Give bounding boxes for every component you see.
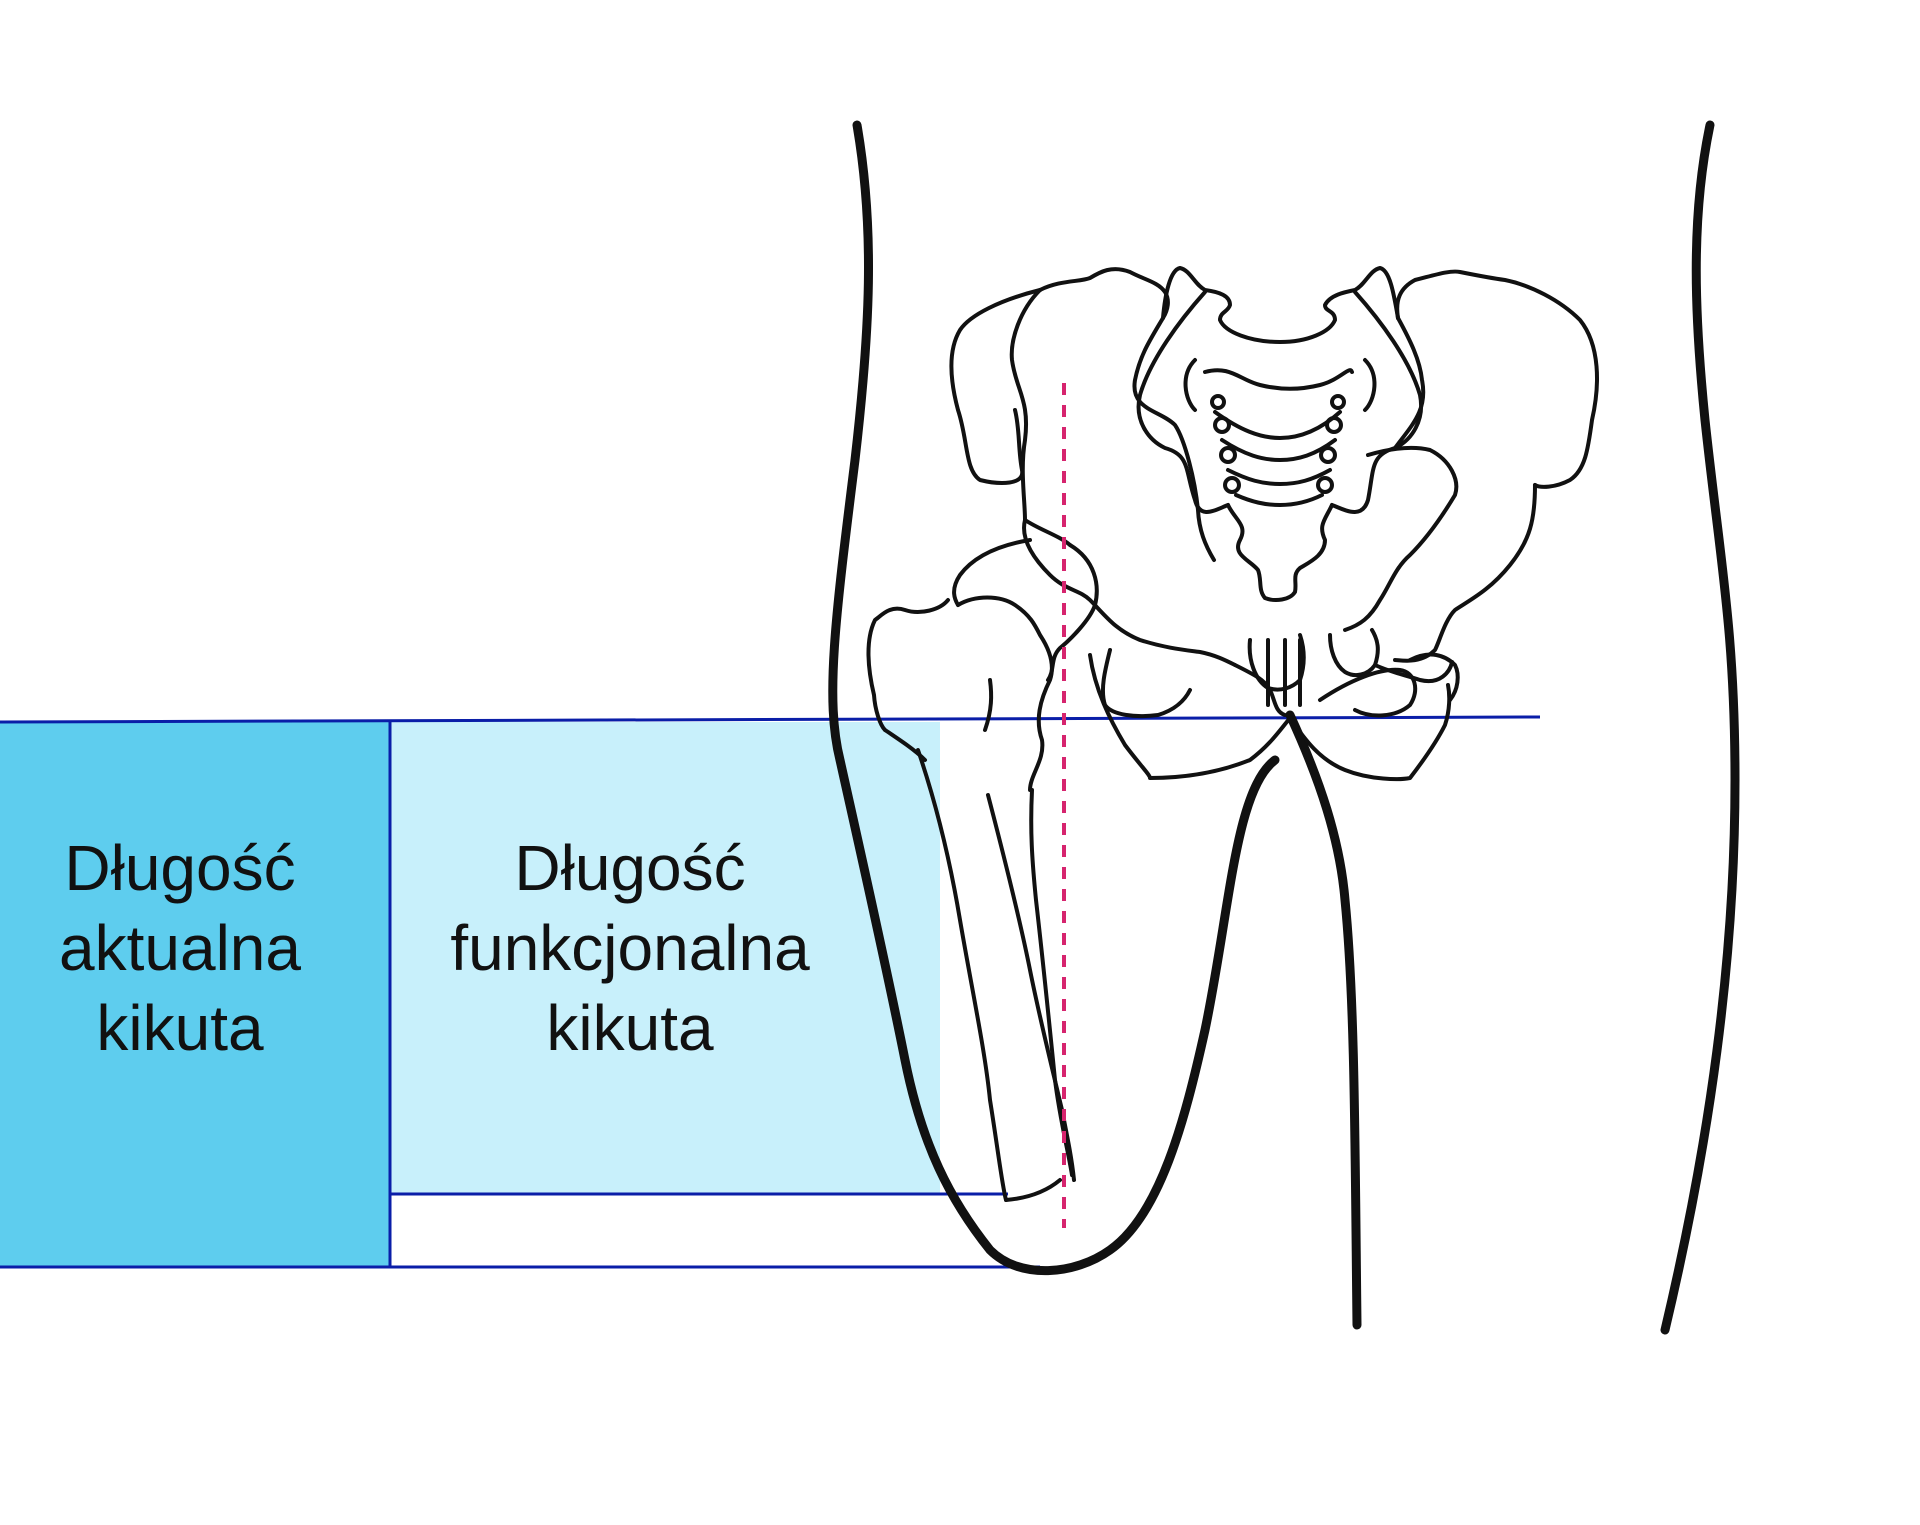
femoral-shaft-medial [1029,788,1074,1177]
functional-label-line-3: kikuta [546,992,714,1064]
left-flank-and-stump-outline [828,120,1280,1276]
inner-right-thigh-outline [1285,710,1362,1330]
actual-length-label: Długość aktualna kikuta [0,828,360,1068]
body-outline [828,120,1740,1335]
actual-label-line-2: aktualna [59,912,301,984]
right-flank-outline [1660,120,1740,1335]
greater-trochanter [866,598,950,732]
functional-label-line-2: funkcjonalna [450,912,810,984]
femur [866,538,1099,1202]
femoral-shaft-lateral [916,748,1008,1202]
top-reference-line [0,715,1541,724]
functional-length-label: Długość funkcjonalna kikuta [390,828,870,1068]
actual-length-box [0,722,390,1267]
functional-label-line-1: Długość [514,832,746,904]
femoral-head [952,538,1032,607]
actual-label-line-1: Długość [64,832,296,904]
pelvis [949,266,1599,782]
actual-label-line-3: kikuta [96,992,264,1064]
